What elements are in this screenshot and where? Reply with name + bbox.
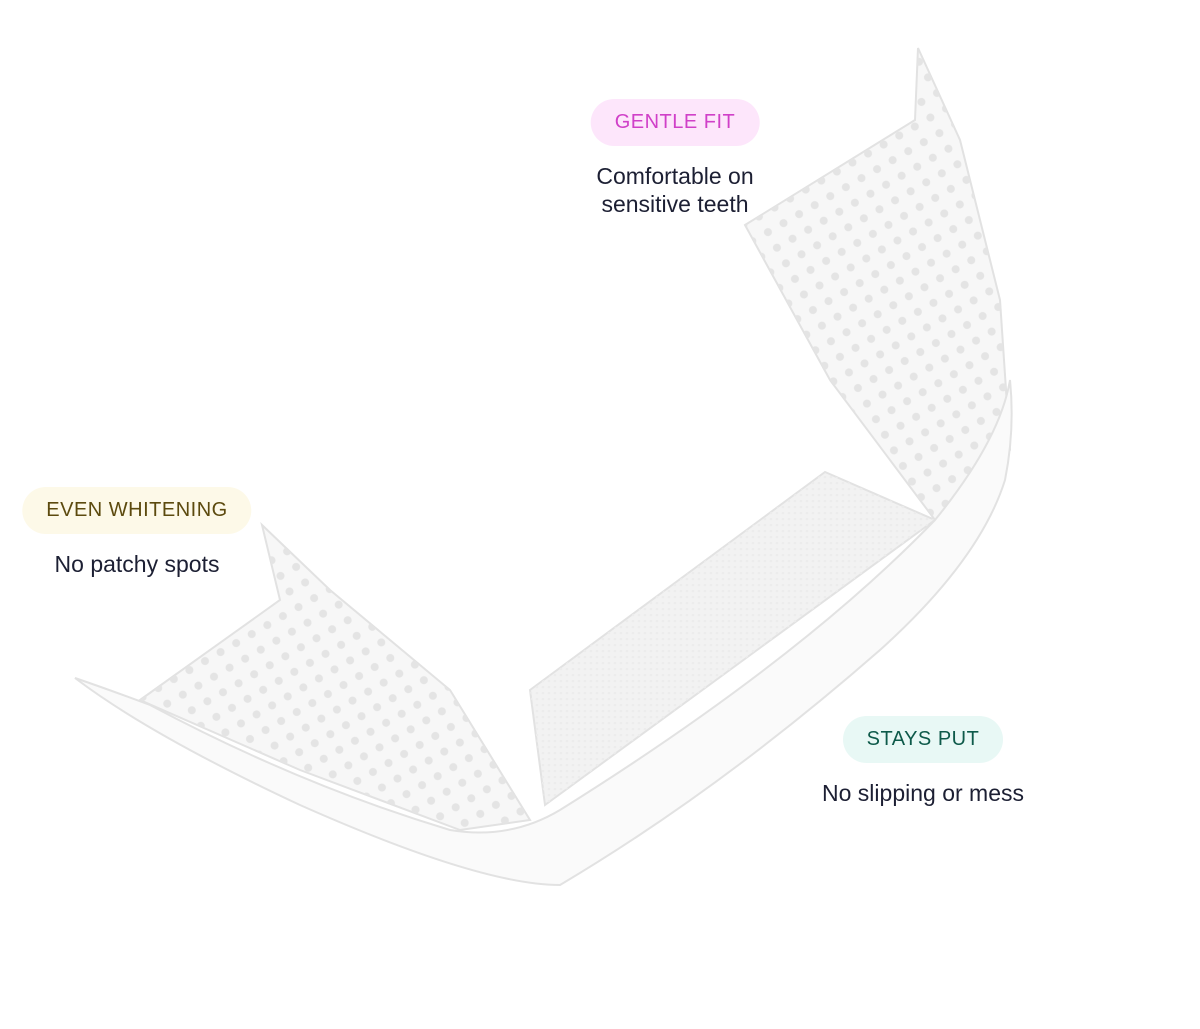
description-line: Comfortable on xyxy=(596,163,754,189)
feature-badge: GENTLE FIT xyxy=(590,99,760,146)
description-line: sensitive teeth xyxy=(601,191,749,217)
feature-description: No patchy spots xyxy=(22,550,251,578)
feature-badge: STAYS PUT xyxy=(842,716,1004,763)
feature-gentle-fit: GENTLE FIT Comfortable on sensitive teet… xyxy=(590,99,760,218)
feature-even-whitening: EVEN WHITENING No patchy spots xyxy=(22,487,252,578)
feature-stays-put: STAYS PUT No slipping or mess xyxy=(822,716,1024,807)
strip-band xyxy=(74,379,1013,887)
feature-description: Comfortable on sensitive teeth xyxy=(591,162,760,218)
description-line: No patchy spots xyxy=(54,551,220,577)
feature-description: No slipping or mess xyxy=(822,779,1024,807)
feature-badge: EVEN WHITENING xyxy=(22,487,252,534)
description-line: No slipping or mess xyxy=(822,780,1024,806)
